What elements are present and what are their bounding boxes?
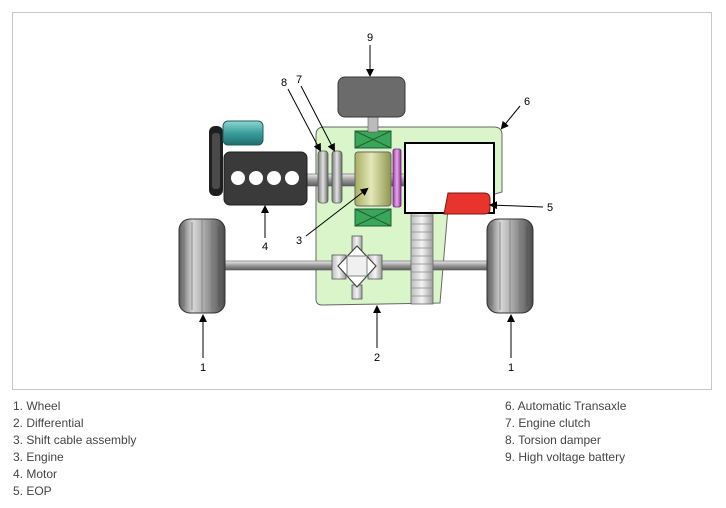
callout-eop: 5 — [547, 202, 553, 214]
leader-eop — [489, 201, 544, 210]
leader-shift-cable — [305, 187, 369, 237]
legend-right: 6. Automatic Transaxle 7. Engine clutch … — [505, 398, 626, 466]
legend-item: 6. Automatic Transaxle — [505, 399, 627, 413]
callout-battery: 9 — [367, 32, 373, 44]
callout-transaxle: 6 — [524, 96, 530, 108]
battery-link — [367, 115, 379, 133]
torsion-damper — [317, 150, 329, 204]
callout-differential: 2 — [374, 352, 380, 364]
legend-item: 7. Engine clutch — [505, 416, 591, 430]
motor — [354, 151, 392, 207]
leader-transaxle — [500, 105, 521, 130]
powertrain-diagram: 9 6 7 8 5 3 4 2 1 1 — [178, 32, 553, 374]
callout-clutch: 7 — [296, 74, 302, 86]
differential — [331, 235, 383, 300]
legend-item: 9. High voltage battery — [505, 450, 626, 464]
eop — [443, 192, 491, 215]
motor-coil-bottom — [354, 208, 392, 227]
legend-item: 4. Motor — [13, 467, 58, 481]
legend-item: 3. Shift cable assembly — [13, 433, 137, 447]
engine-belt — [209, 126, 223, 196]
engine-clutch — [331, 150, 343, 204]
legend-item: 8. Torsion damper — [505, 433, 601, 447]
high-voltage-battery — [337, 76, 406, 118]
legend-item: 3. Engine — [13, 450, 64, 464]
callout-engine: 4 — [262, 241, 268, 253]
resolver-disc — [392, 148, 402, 208]
wheel-left — [178, 218, 226, 314]
callout-damper: 8 — [281, 77, 287, 89]
wheel-right — [486, 218, 534, 314]
legend-left: 1. Wheel 2. Differential 3. Shift cable … — [13, 398, 136, 500]
callout-shift-cable: 3 — [296, 235, 302, 247]
callout-wheel-right: 1 — [508, 362, 514, 374]
motor-coil-top — [354, 130, 392, 149]
final-drive-gear — [410, 207, 434, 305]
legend-item: 1. Wheel — [13, 399, 61, 413]
callout-wheel-left: 1 — [200, 362, 206, 374]
legend-item: 2. Differential — [13, 416, 84, 430]
legend-item: 5. EOP — [13, 484, 52, 498]
leader-damper — [287, 88, 321, 152]
starter-generator — [222, 120, 264, 146]
leader-clutch — [300, 85, 335, 152]
engine-block — [223, 151, 308, 206]
